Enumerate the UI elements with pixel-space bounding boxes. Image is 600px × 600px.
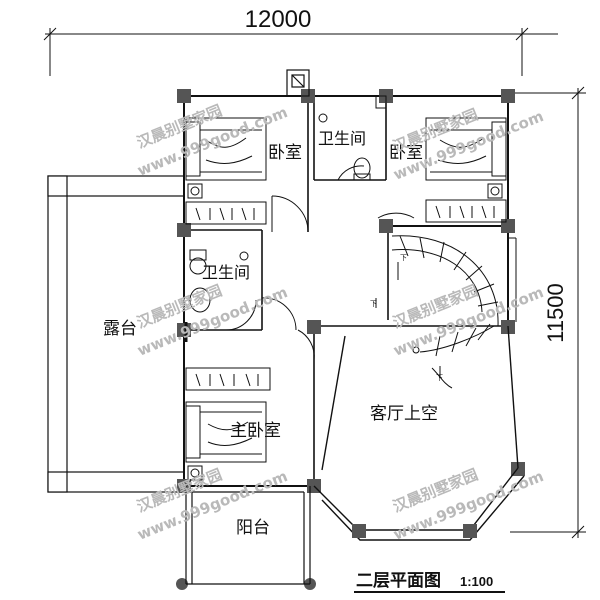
living-void-walls (313, 325, 525, 541)
label-living-void: 客厅上空 (370, 404, 438, 424)
label-bathroom-top: 卫生间 (318, 129, 366, 148)
stair-window (508, 237, 517, 322)
flue-box (286, 69, 310, 97)
bay-window-columns (352, 524, 477, 538)
balcony-outline (185, 486, 311, 585)
terrace-outline (47, 175, 185, 493)
bed-right (425, 117, 507, 199)
bathroom-mid-fixtures (184, 249, 249, 342)
stair-mark-c: 下 (436, 374, 443, 382)
master-bed (185, 401, 267, 481)
label-master-bedroom: 主卧室 (230, 421, 281, 441)
drawing-title: 二层平面图 (356, 571, 441, 591)
label-bathroom-mid: 卫生间 (202, 263, 250, 282)
top-dimension-label: 12000 (245, 6, 312, 33)
label-bedroom-left: 卧室 (268, 143, 302, 163)
wardrobe-right (425, 199, 507, 223)
spiral-staircase (375, 235, 499, 389)
stair-mark-b: 下 (370, 300, 377, 308)
bathroom-top-fixtures (318, 95, 387, 181)
label-balcony: 阳台 (236, 518, 270, 538)
label-terrace: 露台 (103, 319, 137, 339)
master-wardrobe (185, 367, 271, 391)
label-bedroom-right: 卧室 (389, 143, 423, 163)
right-dimension-line (510, 86, 586, 539)
outer-walls (183, 95, 509, 487)
top-dimension-line (43, 27, 558, 76)
stair-mark-a: 下 (400, 254, 407, 262)
inner-walls (184, 96, 508, 486)
bed-left (185, 117, 267, 199)
right-dimension-label: 11500 (543, 283, 568, 343)
drawing-scale: 1:100 (460, 574, 493, 589)
watermark-top-right: 汉晨别墅家园 www.999good.com (390, 105, 546, 183)
watermark-mid-right: 汉晨别墅家园 www.999good.com (390, 281, 546, 359)
structural-columns (176, 89, 525, 590)
watermark-top: 汉晨别墅家园 www.999good.com (134, 101, 290, 179)
wardrobe-left (185, 201, 267, 225)
door-swings (225, 165, 415, 361)
